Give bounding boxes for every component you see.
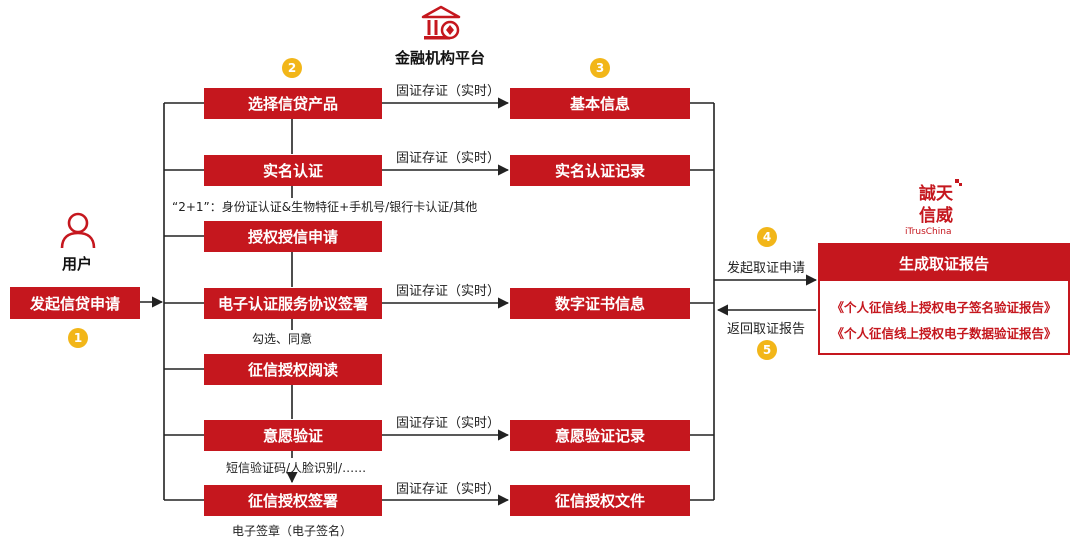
step-badge-5: 5 [757, 340, 777, 360]
arrow-label-3: 固证存证（实时） [396, 284, 501, 299]
record-intent: 意愿验证记录 [510, 420, 690, 451]
step-badge-1: 1 [68, 328, 88, 348]
step-intent: 意愿验证 [204, 420, 382, 451]
arrow-label-2: 固证存证（实时） [396, 151, 501, 166]
user-label: 用户 [62, 255, 93, 273]
user-icon [60, 212, 96, 249]
report-item-1: 《个人征信线上授权电子签名验证报告》 [831, 300, 1057, 315]
request-label: 发起取证申请 [727, 261, 806, 276]
report-title: 生成取证报告 [820, 245, 1068, 281]
platform-title: 金融机构平台 [395, 49, 486, 67]
step-credit-sign: 征信授权签署 [204, 485, 382, 516]
step-badge-3: 3 [590, 58, 610, 78]
step-auth-apply: 授权授信申请 [204, 221, 382, 252]
svg-text:誠天: 誠天 [919, 183, 954, 204]
record-basic-info: 基本信息 [510, 88, 690, 119]
step-realname: 实名认证 [204, 155, 382, 186]
itruschina-logo-icon: 誠天 信威 [916, 179, 962, 226]
arrow-label-1: 固证存证（实时） [396, 84, 501, 99]
return-label: 返回取证报告 [727, 322, 806, 337]
note-realname: “2+1”：身份证认证&生物特征+手机号/银行卡认证/其他 [172, 200, 478, 214]
note-agreement: 勾选、同意 [252, 332, 313, 346]
step-badge-2: 2 [282, 58, 302, 78]
record-realname: 实名认证记录 [510, 155, 690, 186]
arrow-label-4: 固证存证（实时） [396, 416, 501, 431]
start-box: 发起信贷申请 [10, 287, 140, 319]
bank-icon [421, 5, 461, 40]
brand-text: iTrusChina [905, 227, 952, 237]
report-item-2: 《个人征信线上授权电子数据验证报告》 [831, 326, 1057, 341]
report-box: 生成取证报告 《个人征信线上授权电子签名验证报告》 《个人征信线上授权电子数据验… [818, 243, 1070, 355]
svg-text:信威: 信威 [919, 205, 953, 226]
step-agreement: 电子认证服务协议签署 [204, 288, 382, 319]
record-credit-file: 征信授权文件 [510, 485, 690, 516]
record-certificate: 数字证书信息 [510, 288, 690, 319]
step-select-product: 选择信贷产品 [204, 88, 382, 119]
note-sign: 电子签章（电子签名） [232, 524, 353, 538]
step-badge-4: 4 [757, 227, 777, 247]
note-intent: 短信验证码/人脸识别/…… [226, 461, 367, 475]
arrow-label-5: 固证存证（实时） [396, 482, 501, 497]
step-credit-read: 征信授权阅读 [204, 354, 382, 385]
